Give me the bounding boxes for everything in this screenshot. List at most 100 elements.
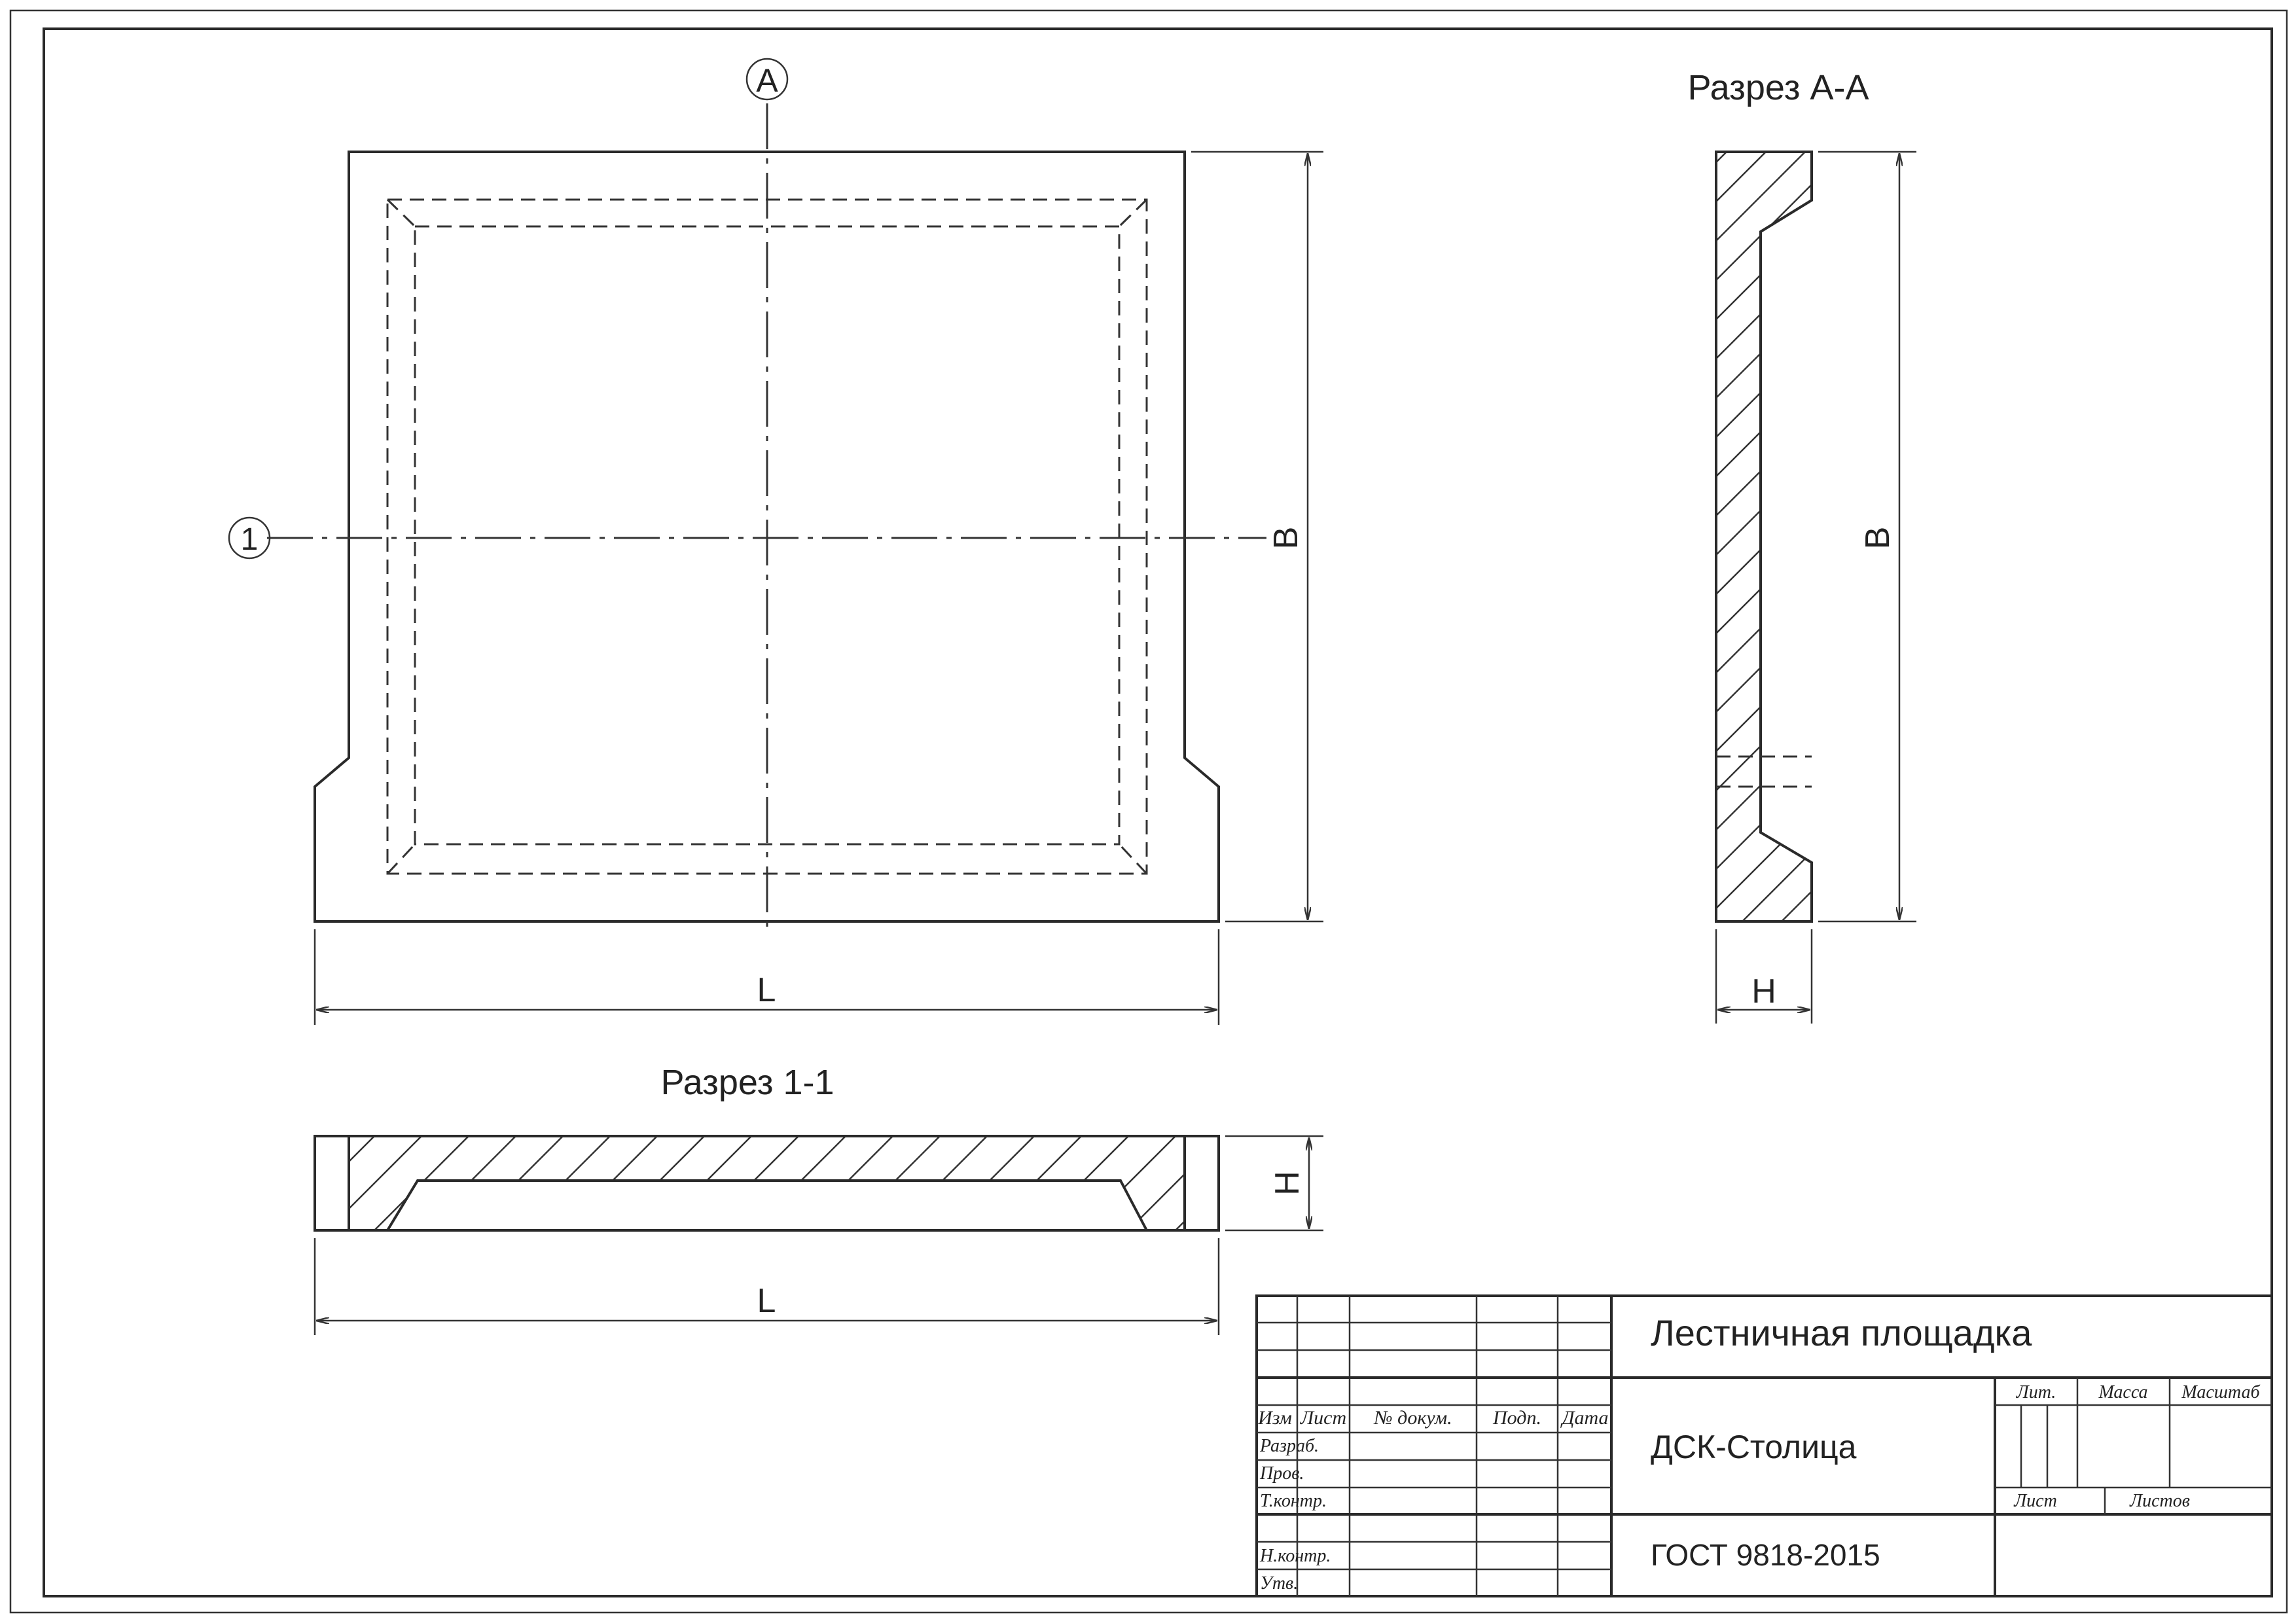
hatch-line bbox=[1716, 152, 1735, 921]
hatch-line bbox=[2284, 144, 2296, 929]
hatch-line bbox=[650, 1136, 756, 1230]
dimension-b-label: B bbox=[1267, 527, 1305, 550]
hatch-line bbox=[1716, 152, 1812, 921]
hatch-line bbox=[870, 144, 1656, 929]
hatch-line bbox=[1773, 152, 1812, 921]
organization-name: ДСК-Столица bbox=[1651, 1429, 1857, 1465]
col-sign: Подп. bbox=[1492, 1407, 1541, 1429]
hatch-line bbox=[367, 1136, 473, 1230]
hatch-line bbox=[1716, 152, 1774, 921]
hatch-line bbox=[556, 1136, 662, 1230]
hatch-line bbox=[1716, 152, 1812, 921]
hatch-line bbox=[1734, 152, 1812, 921]
hatch-line bbox=[744, 1136, 850, 1230]
recess-corner-line bbox=[1118, 198, 1148, 228]
recess-inner-contour bbox=[414, 225, 1121, 846]
recess-corner-line bbox=[386, 843, 416, 875]
section-11-recess bbox=[386, 1179, 1148, 1232]
hatch-line bbox=[2166, 144, 2296, 929]
axis-1-label: 1 bbox=[241, 522, 259, 557]
hdr-masshtab: Масштаб bbox=[2181, 1382, 2260, 1402]
hatch-line bbox=[1716, 152, 1812, 921]
hatch-line bbox=[349, 1136, 379, 1230]
hatch-line bbox=[0, 1132, 1, 1237]
hatch-line bbox=[1716, 152, 1812, 921]
hatch-line bbox=[132, 1132, 237, 1237]
hatch-line bbox=[414, 1136, 520, 1230]
recess-corner-line bbox=[386, 198, 416, 228]
dimension-h-label: H bbox=[1751, 972, 1776, 1010]
hatch-line bbox=[1121, 1136, 1186, 1230]
hatch-line bbox=[1716, 152, 1812, 921]
slab-outline bbox=[314, 151, 1220, 923]
hatch-line bbox=[349, 1136, 426, 1230]
hatch-line bbox=[1716, 152, 1812, 921]
hatch-line bbox=[1716, 152, 1812, 921]
dimension-l-label: L bbox=[757, 1282, 776, 1320]
hdr-massa: Масса bbox=[2098, 1382, 2147, 1402]
col-doc: № докум. bbox=[1373, 1407, 1452, 1429]
hatch-line bbox=[838, 1136, 944, 1230]
hatch-line bbox=[1716, 152, 1812, 921]
row-razrab: Разраб. bbox=[1259, 1436, 1319, 1456]
hdr-listov: Листов bbox=[2129, 1491, 2190, 1511]
axis-a-label: A bbox=[756, 62, 778, 99]
section-aa-title: Разрез А-А bbox=[1687, 68, 1869, 107]
row-prov: Пров. bbox=[1259, 1463, 1304, 1484]
hatch-line bbox=[1716, 152, 1812, 921]
hatch-line bbox=[2206, 144, 2296, 929]
hatch-line bbox=[1716, 152, 1812, 921]
hatch-line bbox=[933, 1136, 1039, 1230]
title-block-frame bbox=[1255, 1294, 2273, 1597]
hatch-line bbox=[791, 1136, 897, 1230]
col-izm: Изм bbox=[1257, 1407, 1292, 1429]
drawing-frame bbox=[43, 27, 2273, 1597]
hatch-line bbox=[1931, 144, 2296, 929]
hatch-line bbox=[0, 1132, 96, 1237]
hatch-line bbox=[85, 1132, 190, 1237]
hatch-line bbox=[603, 1136, 709, 1230]
sheet-trim-border bbox=[9, 9, 2288, 1614]
hatch-line bbox=[1892, 144, 2296, 929]
row-nkontr: Н.контр. bbox=[1259, 1546, 1331, 1566]
hatch-line bbox=[2049, 144, 2296, 929]
hdr-list: Лист bbox=[2013, 1491, 2057, 1511]
hatch-line bbox=[2009, 144, 2296, 929]
hatch-line bbox=[1716, 152, 1812, 921]
hatch-line bbox=[1852, 144, 2296, 929]
title-block: Изм Лист № докум. Подп. Дата Разраб. Про… bbox=[1255, 1294, 2273, 1597]
hatch-line bbox=[1716, 152, 1812, 921]
dimension-h-label: H bbox=[1268, 1171, 1306, 1196]
hatch-line bbox=[1716, 152, 1812, 921]
hatch-line bbox=[1970, 144, 2296, 929]
standard-code: ГОСТ 9818-2015 bbox=[1651, 1538, 1880, 1572]
hdr-lit: Лит. bbox=[2016, 1382, 2056, 1402]
dimension-b-label: B bbox=[1859, 527, 1897, 550]
hatch-line bbox=[179, 1132, 284, 1237]
plan-view: A 1 L B bbox=[228, 58, 1323, 1025]
hatch-line bbox=[831, 144, 1617, 929]
hatch-line bbox=[1716, 152, 1812, 921]
dimension-l-label: L bbox=[757, 971, 776, 1009]
section-11-hatch bbox=[0, 1132, 1186, 1237]
recess-corner-line bbox=[1118, 843, 1148, 875]
hatch-line bbox=[1716, 152, 1812, 921]
hatch-line bbox=[2088, 144, 2296, 929]
hatch-line bbox=[1027, 1136, 1133, 1230]
section-aa-outline bbox=[1715, 151, 1813, 923]
hatch-line bbox=[38, 1132, 143, 1237]
hatch-line bbox=[0, 1132, 48, 1237]
axis-a-bubble bbox=[745, 58, 789, 101]
section-11-outer bbox=[314, 1135, 1220, 1232]
hatch-line bbox=[980, 1136, 1086, 1230]
col-date: Дата bbox=[1560, 1407, 1608, 1429]
hatch-line bbox=[461, 1136, 567, 1230]
axis-1-bubble bbox=[228, 516, 271, 560]
section-11: Разрез 1-1 L H bbox=[0, 1063, 1323, 1335]
row-utv: Утв. bbox=[1260, 1573, 1298, 1594]
hatch-line bbox=[886, 1136, 992, 1230]
row-tkontr: Т.контр. bbox=[1260, 1491, 1327, 1511]
section-aa: Разрез А-А B H bbox=[831, 68, 2296, 1024]
hatch-line bbox=[509, 1136, 615, 1230]
